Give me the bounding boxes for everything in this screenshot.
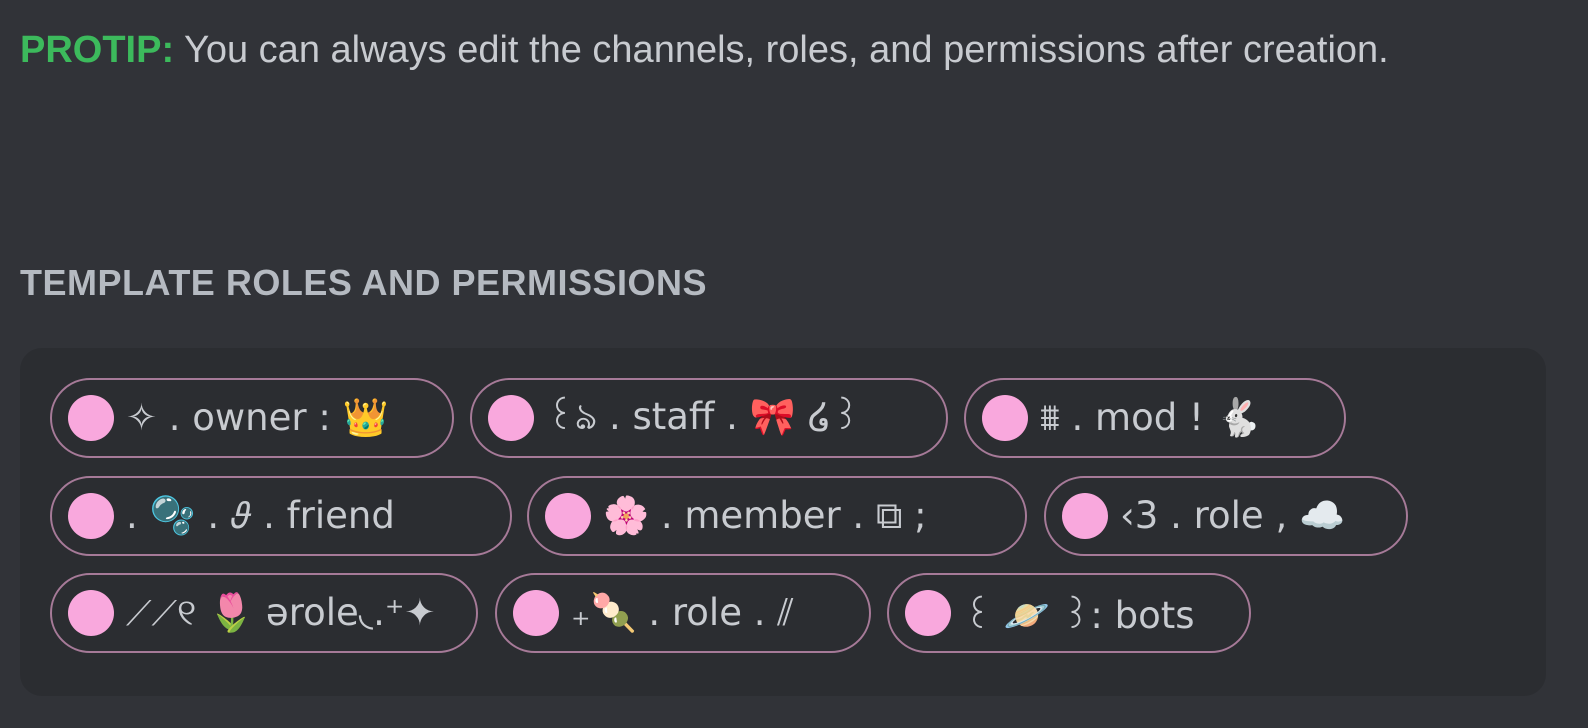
section-title: TEMPLATE ROLES AND PERMISSIONS [20, 262, 708, 303]
role-color-dot [1062, 493, 1108, 539]
role-pill-mod[interactable]: ⩩ . mod ! 🐇 [964, 378, 1346, 458]
protip-message: You can always edit the channels, roles,… [174, 29, 1389, 71]
role-name: ⟋⟋୧ 🌷 ərole◟.⁺✦ [126, 591, 436, 634]
role-pill-role-dango[interactable]: ₊🍡 . role . ⫽ [495, 573, 871, 653]
role-color-dot [68, 590, 114, 636]
role-name: . 🫧 . 𝜗 . friend [126, 494, 395, 537]
roles-panel: ✧ . owner : 👑 ꒰ঌ . staff . 🎀 ໒꒱ ⩩ . mod … [20, 348, 1546, 696]
role-name: ꒰ঌ . staff . 🎀 ໒꒱ [546, 394, 861, 438]
role-color-dot [905, 590, 951, 636]
role-color-dot [545, 493, 591, 539]
role-pill-staff[interactable]: ꒰ঌ . staff . 🎀 ໒꒱ [470, 378, 948, 458]
role-name: ꒰ 🪐 ꒱: bots [963, 593, 1195, 637]
role-pill-member[interactable]: 🌸 . member . ⧉ ; [527, 476, 1027, 556]
role-pill-role-cloud[interactable]: ‹3 . role , ☁️ [1044, 476, 1408, 556]
role-color-dot [68, 493, 114, 539]
role-color-dot [513, 590, 559, 636]
role-color-dot [488, 395, 534, 441]
role-name: ⩩ . mod ! 🐇 [1040, 396, 1262, 439]
role-pill-bots[interactable]: ꒰ 🪐 ꒱: bots [887, 573, 1251, 653]
role-name: ‹3 . role , ☁️ [1120, 494, 1346, 537]
role-color-dot [982, 395, 1028, 441]
role-color-dot [68, 395, 114, 441]
role-pill-role-tulip[interactable]: ⟋⟋୧ 🌷 ərole◟.⁺✦ [50, 573, 478, 653]
role-name: ₊🍡 . role . ⫽ [571, 591, 794, 634]
protip-text: PROTIP: You can always edit the channels… [20, 20, 1460, 80]
protip-label: PROTIP: [20, 29, 175, 71]
role-name: 🌸 . member . ⧉ ; [603, 494, 927, 537]
role-name: ✧ . owner : 👑 [126, 396, 389, 439]
role-pill-friend[interactable]: . 🫧 . 𝜗 . friend [50, 476, 512, 556]
role-pill-owner[interactable]: ✧ . owner : 👑 [50, 378, 454, 458]
